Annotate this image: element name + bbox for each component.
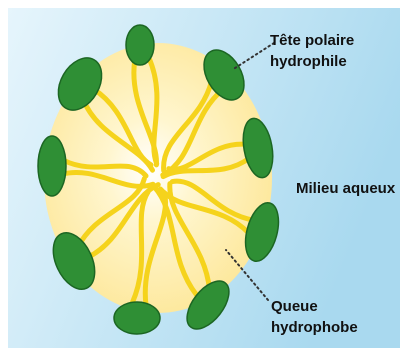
polar-head (114, 302, 160, 334)
tail-label-line-1: Queue (271, 296, 358, 317)
polar-head-label: Tête polaire hydrophile (270, 30, 354, 72)
polar-head-label-line-2: hydrophile (270, 51, 354, 72)
polar-head (38, 136, 66, 196)
tail-label-line-2: hydrophobe (271, 317, 358, 338)
polar-head-label-line-1: Tête polaire (270, 30, 354, 51)
tail-label: Queue hydrophobe (271, 296, 358, 338)
polar-head (126, 25, 154, 65)
aqueous-medium-label: Milieu aqueux (296, 178, 395, 199)
